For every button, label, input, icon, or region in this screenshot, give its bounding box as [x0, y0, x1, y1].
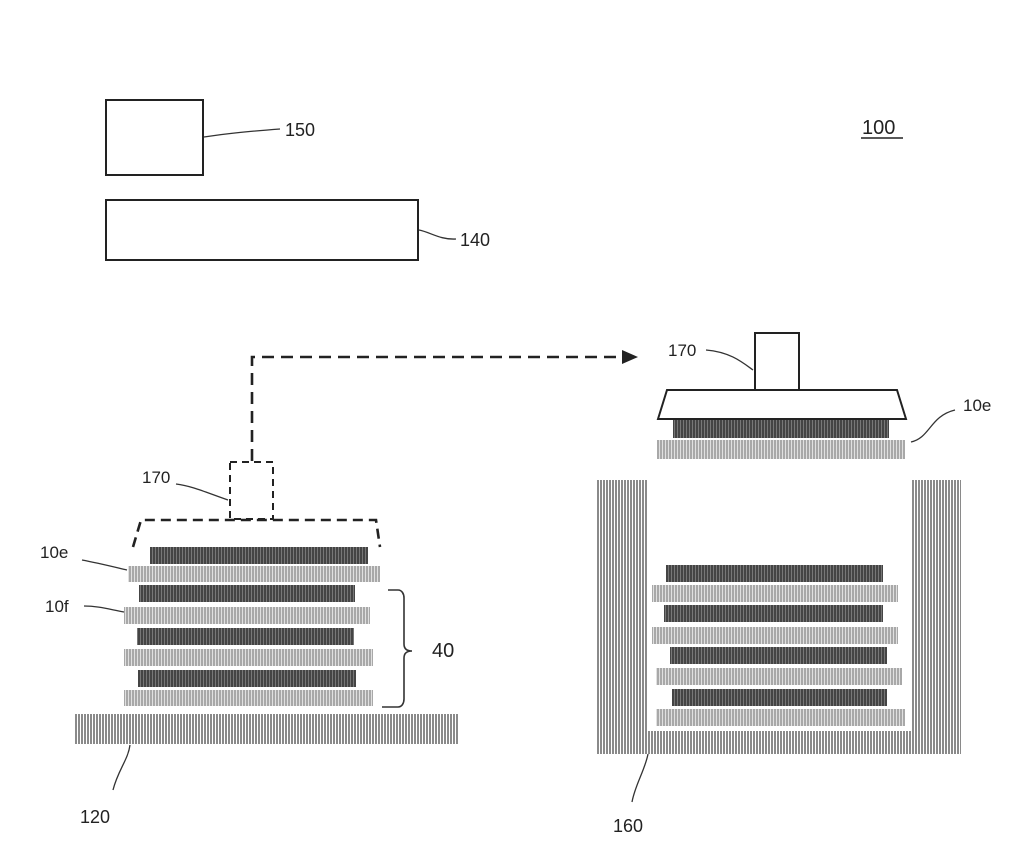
stack-dark-layer — [150, 547, 368, 564]
leader-line-10f — [84, 606, 124, 612]
component-140-box — [106, 200, 418, 260]
leader-line-170-left — [176, 484, 228, 500]
ref-label-120: 120 — [80, 807, 110, 827]
leader-line-140 — [419, 230, 456, 239]
held-dark-layer — [673, 420, 889, 438]
stack-light-layer — [656, 709, 905, 726]
stack-light-layer — [124, 649, 373, 666]
ref-label-170-right: 170 — [668, 341, 696, 360]
ref-label-140: 140 — [460, 230, 490, 250]
stack-dark-layer — [139, 585, 355, 602]
stack-dark-layer — [670, 647, 887, 664]
ref-label-10e-right: 10e — [963, 396, 991, 415]
gripper-stem — [755, 333, 799, 391]
stack-dark-layer — [137, 628, 354, 645]
ref-label-150: 150 — [285, 120, 315, 140]
stack-dark-layer — [664, 605, 883, 622]
left-layer-stack — [124, 547, 380, 706]
ref-label-170-left: 170 — [142, 468, 170, 487]
leader-line-10e-right — [911, 410, 955, 442]
stack-dark-layer — [672, 689, 887, 706]
leader-line-120 — [113, 745, 130, 790]
ref-label-40: 40 — [432, 640, 454, 662]
held-light-layer — [657, 440, 905, 459]
container-floor — [597, 731, 961, 754]
transfer-path-dashed — [252, 357, 625, 461]
transfer-arrowhead — [622, 350, 638, 364]
gripper-plate-dashed — [133, 520, 380, 547]
stack-dark-layer — [138, 670, 356, 687]
stack-light-layer — [124, 690, 373, 706]
ref-label-160: 160 — [613, 816, 643, 836]
container-left-wall — [597, 480, 647, 754]
stack-light-layer — [128, 566, 380, 582]
stack-light-layer — [124, 607, 370, 624]
leader-line-170-right — [706, 350, 753, 370]
ref-label-100: 100 — [862, 117, 895, 139]
container-right-wall — [912, 480, 961, 754]
ref-label-10f: 10f — [45, 597, 69, 616]
right-layer-stack — [652, 565, 905, 726]
leader-line-150 — [204, 129, 280, 137]
stack-light-layer — [652, 627, 898, 644]
leader-line-10e-left — [82, 560, 127, 570]
platform-120 — [74, 714, 459, 744]
stack-light-layer — [656, 668, 902, 685]
gripper-stem-dashed — [230, 462, 273, 519]
leader-line-160 — [632, 754, 648, 802]
stack-light-layer — [652, 585, 898, 602]
ref-label-10e-left: 10e — [40, 543, 68, 562]
component-150-box — [106, 100, 203, 175]
bracket-40 — [382, 590, 412, 707]
gripper-plate — [658, 390, 906, 419]
stack-dark-layer — [666, 565, 883, 582]
